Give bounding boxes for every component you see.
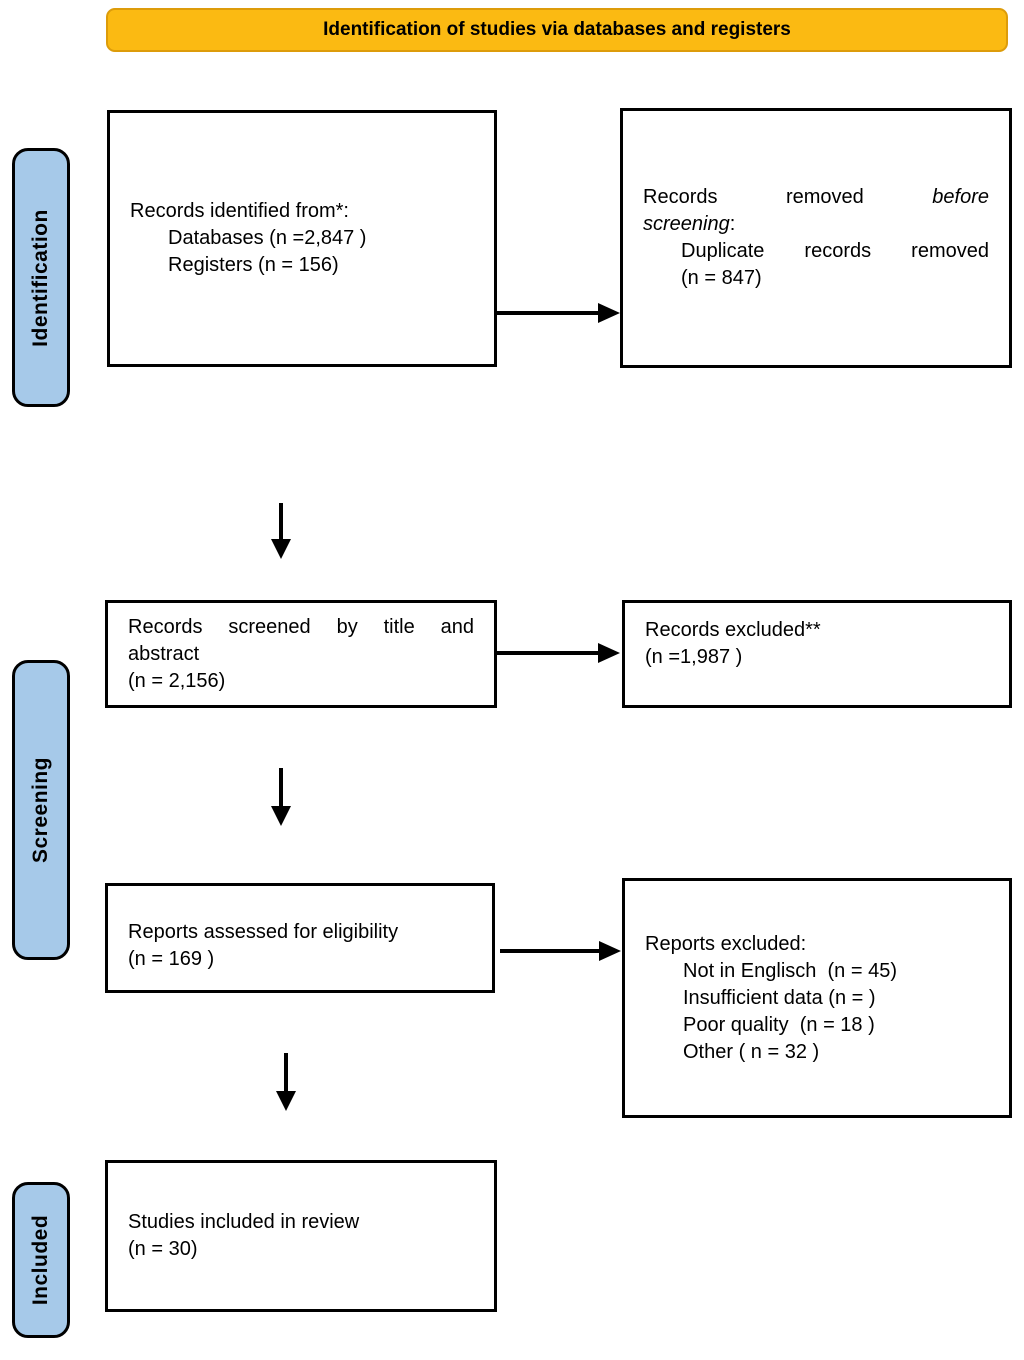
arrow-assessed-to-excluded-head [599, 941, 621, 961]
stage-identification-label: Identification [29, 208, 53, 347]
records-identified-databases: Databases (n =2,847 ) [168, 227, 367, 249]
stage-included-label: Included [29, 1214, 52, 1306]
records-excluded-title: Records excluded** [645, 619, 821, 641]
stage-screening-label: Screening [29, 756, 53, 864]
records-removed-screening: screening [643, 213, 730, 235]
records-removed-word1: Records [643, 186, 718, 208]
reports-assessed-title: Reports assessed for eligibility [128, 921, 399, 943]
reports-excluded-reason-english: Not in Englisch (n = 45) [683, 959, 897, 982]
reports-excluded-reason-other: Other ( n = 32 ) [683, 1040, 820, 1063]
reports-excluded-reason-quality: Poor quality (n = 18 ) [683, 1013, 875, 1036]
reports-excluded-title: Reports excluded: [645, 932, 807, 955]
arrow-screened-to-assessed-head [271, 806, 291, 826]
records-removed-line1: Records removed before [643, 184, 989, 211]
arrow-assessed-to-included-head [276, 1091, 296, 1111]
arrow-screened-to-excluded-line [497, 651, 599, 655]
records-identified-title: Records identified from*: [130, 200, 349, 222]
box-reports-assessed: Reports assessed for eligibility (n = 16… [105, 883, 495, 993]
arrow-identified-to-screened-head [271, 539, 291, 559]
arrow-screened-to-assessed-line [279, 768, 283, 808]
reports-excluded-reason-data: Insufficient data (n = ) [683, 986, 876, 1009]
records-screened-line2: abstract [128, 642, 200, 665]
arrow-assessed-to-excluded-line [500, 949, 600, 953]
records-excluded-count: (n =1,987 ) [645, 646, 743, 668]
box-records-excluded: Records excluded** (n =1,987 ) [622, 600, 1012, 708]
banner-title: Identification of studies via databases … [106, 8, 1008, 52]
arrow-identified-to-screened-line [279, 503, 283, 541]
box-studies-included: Studies included in review (n = 30) [105, 1160, 497, 1312]
box-records-removed: Records removed before screening: Duplic… [620, 108, 1012, 368]
records-removed-colon: : [729, 213, 736, 235]
records-screened-count: (n = 2,156) [128, 669, 226, 692]
banner-title-label: Identification of studies via databases … [323, 19, 791, 40]
records-removed-count: (n = 847) [681, 267, 762, 289]
box-records-screened: Records screened by title and abstract (… [105, 600, 497, 708]
records-removed-word3: before [932, 186, 990, 208]
stage-included: Included [12, 1182, 70, 1338]
records-removed-duplicates: Duplicate records removed [681, 240, 989, 262]
records-identified-registers: Registers (n = 156) [168, 254, 339, 276]
arrow-identified-to-removed-line [497, 311, 599, 315]
records-removed-word2: removed [785, 186, 864, 208]
arrow-identified-to-removed-head [598, 303, 620, 323]
arrow-assessed-to-included-line [284, 1053, 288, 1093]
box-records-identified: Records identified from*: Databases (n =… [107, 110, 497, 367]
studies-included-title: Studies included in review [128, 1211, 360, 1233]
records-removed-line2: screening: [643, 211, 989, 238]
arrow-screened-to-excluded-head [598, 643, 620, 663]
reports-assessed-count: (n = 169 ) [128, 948, 215, 970]
stage-screening: Screening [12, 660, 70, 960]
box-reports-excluded: Reports excluded: Not in Englisch (n = 4… [622, 878, 1012, 1118]
studies-included-count: (n = 30) [128, 1238, 198, 1260]
stage-identification: Identification [12, 148, 70, 407]
records-screened-line1: Records screened by title and [128, 615, 474, 638]
